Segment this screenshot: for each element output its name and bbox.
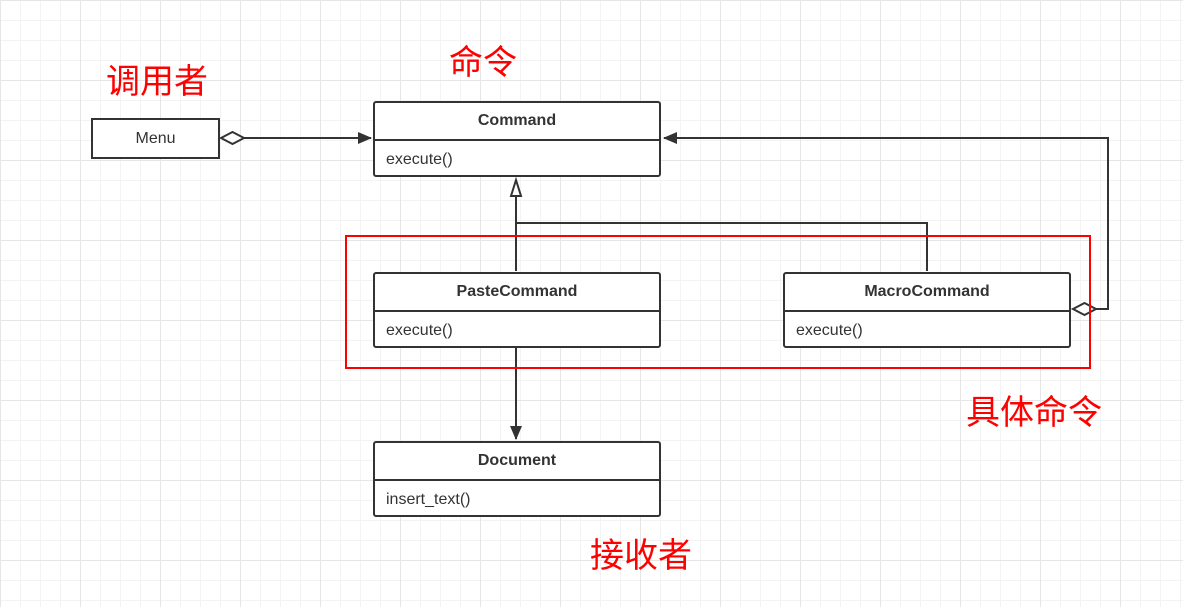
annotation-receiver: 接收者 xyxy=(590,536,692,576)
generalization-connector xyxy=(509,176,928,271)
annotation-command: 命令 xyxy=(449,43,517,83)
paste-command-class-method: execute() xyxy=(386,322,453,339)
macro-command-class-method: execute() xyxy=(796,322,863,339)
paste-command-class-name: PasteCommand xyxy=(375,274,659,312)
command-class-method: execute() xyxy=(386,151,453,168)
annotation-concrete-command: 具体命令 xyxy=(966,393,1102,433)
document-class-name: Document xyxy=(375,443,659,481)
aggregation-diamond-icon xyxy=(218,130,247,146)
menu-class-name: Menu xyxy=(135,130,176,147)
concrete-command-highlight xyxy=(345,235,1091,369)
macro-command-class-name: MacroCommand xyxy=(785,274,1069,312)
menu-command-aggregation xyxy=(218,130,372,146)
paste-command-class-box[interactable]: PasteCommand execute() xyxy=(373,272,661,348)
command-class-box[interactable]: Command execute() xyxy=(373,101,661,177)
macro-command-class-box[interactable]: MacroCommand execute() xyxy=(783,272,1071,348)
command-class-name: Command xyxy=(375,103,659,141)
document-class-method: insert_text() xyxy=(386,491,471,508)
document-class-box[interactable]: Document insert_text() xyxy=(373,441,661,517)
annotation-invoker: 调用者 xyxy=(106,62,208,102)
hollow-triangle-icon xyxy=(509,176,523,197)
menu-class-box[interactable]: Menu xyxy=(91,118,220,159)
